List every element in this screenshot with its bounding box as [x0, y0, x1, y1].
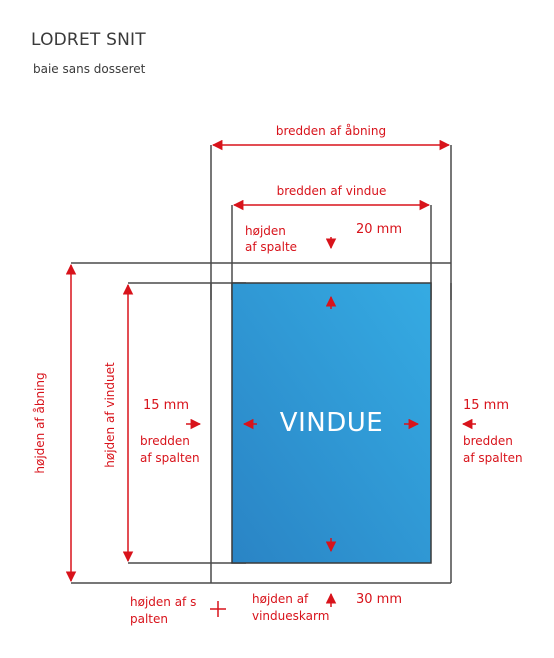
left-gap-label-line1: bredden — [140, 434, 190, 448]
page-title: LODRET SNIT — [31, 30, 146, 50]
window-height-label: højden af vinduet — [103, 362, 117, 468]
bottom-spalte-label-line1: højden af s — [130, 595, 197, 609]
top-gap-value: 20 mm — [356, 222, 403, 237]
left-gap-label-line2: af spalten — [140, 451, 200, 465]
top-gap-label-line2: af spalte — [245, 240, 298, 254]
right-gap-value: 15 mm — [463, 398, 510, 413]
bottom-gap-value: 30 mm — [356, 592, 403, 607]
right-gap-label-line1: bredden — [463, 434, 513, 448]
top-gap-label-line1: højden — [245, 224, 286, 238]
bottom-spalte-label-line2: palten — [130, 612, 168, 626]
right-gap-label-line2: af spalten — [463, 451, 523, 465]
window-label: VINDUE — [279, 408, 384, 438]
opening-width-label: bredden af åbning — [275, 124, 387, 138]
opening-outline — [71, 145, 452, 584]
page-subtitle: baie sans dosseret — [33, 62, 146, 76]
opening-height-label: højden af åbning — [33, 372, 47, 474]
window-width-label: bredden af vindue — [276, 184, 387, 198]
bottom-karm-label-line2: vindueskarm — [252, 609, 330, 623]
bottom-karm-label-line1: højden af — [252, 592, 309, 606]
window-pane — [231, 282, 432, 564]
left-gap-value: 15 mm — [143, 398, 190, 413]
